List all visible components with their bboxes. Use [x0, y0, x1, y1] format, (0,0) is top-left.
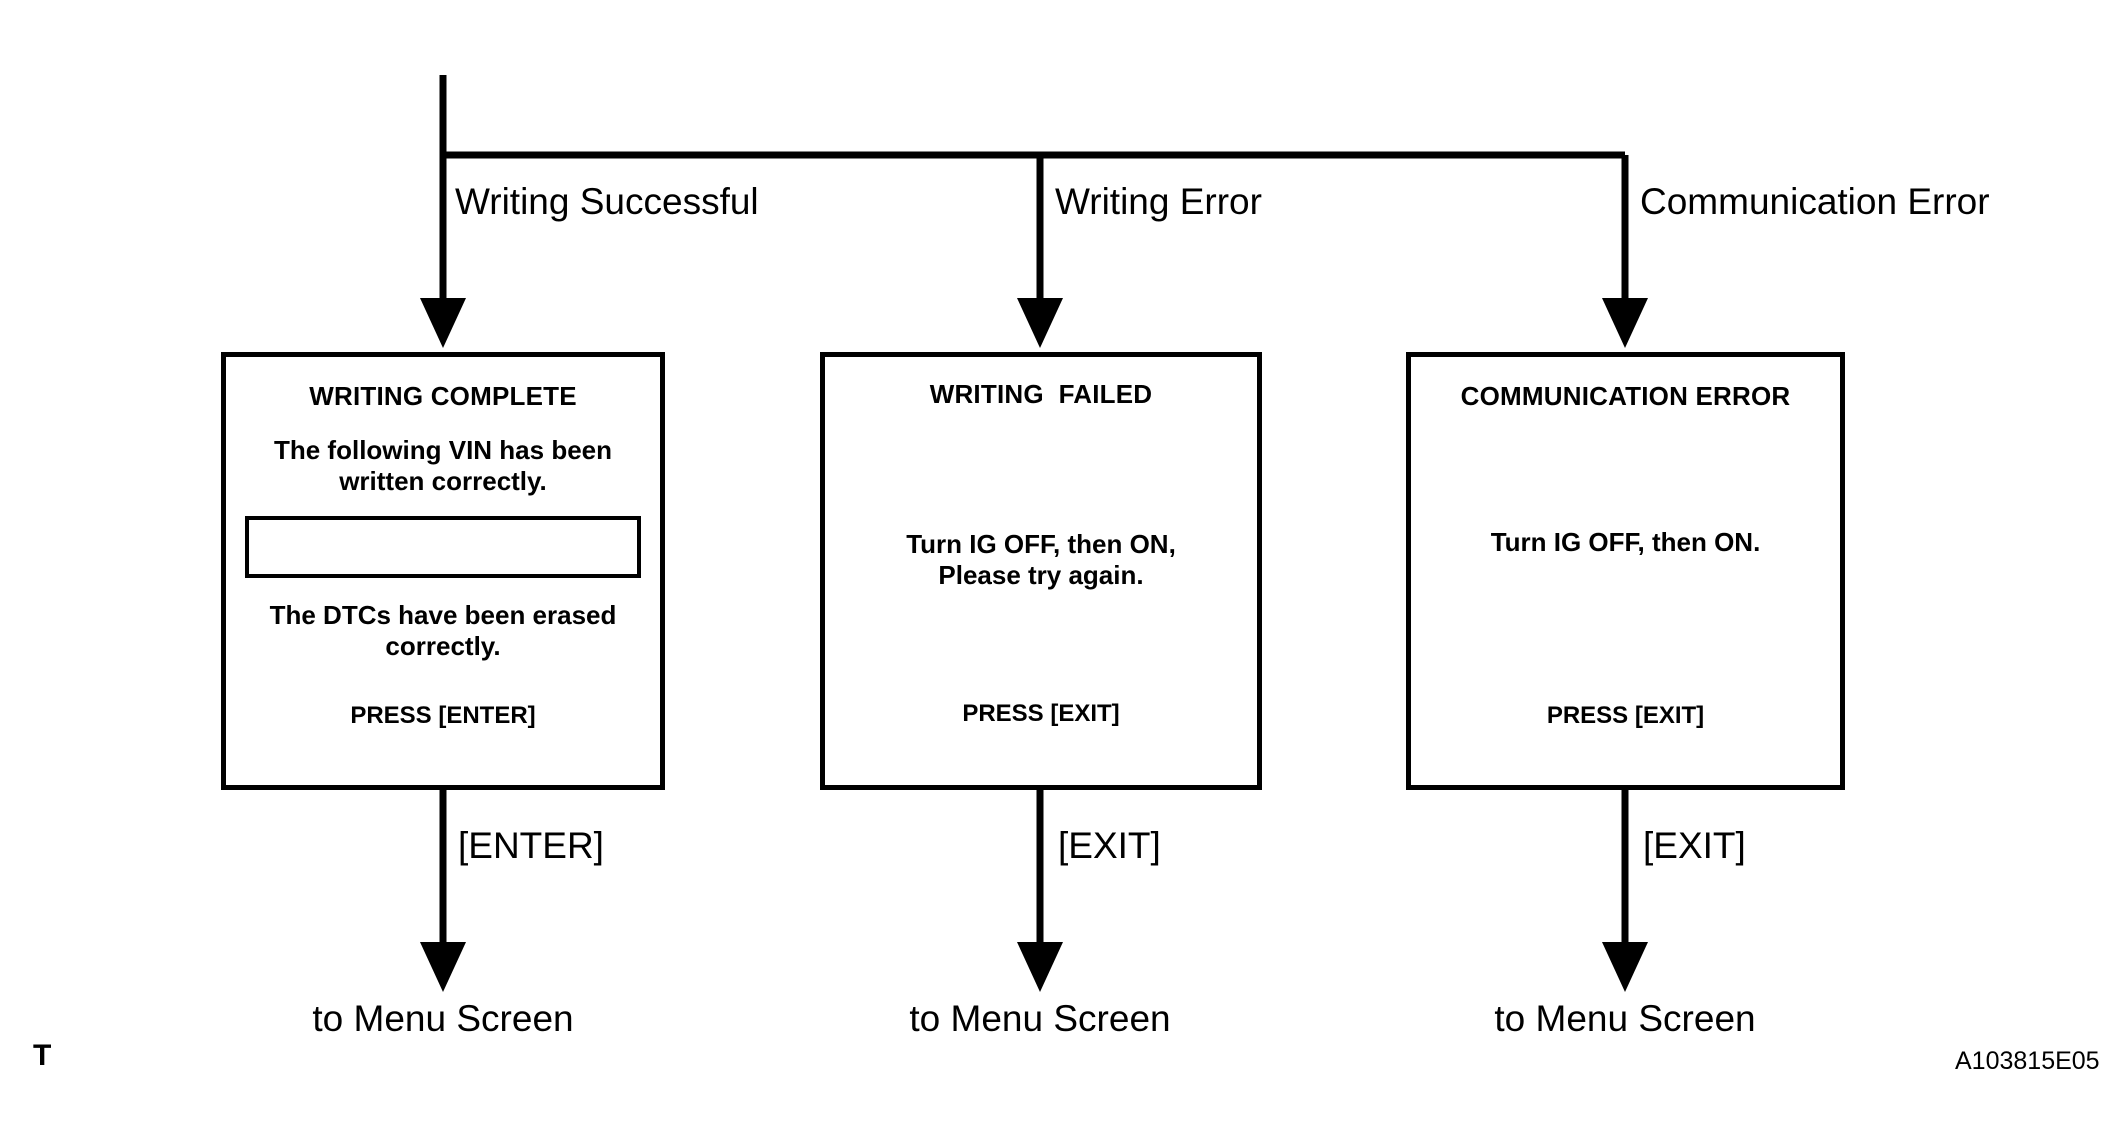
screen-body-dtc-message: The DTCs have been erased correctly. — [270, 600, 617, 661]
screen-footer-press-exit: PRESS [EXIT] — [962, 700, 1120, 728]
arrowhead-to-box-left — [420, 298, 466, 348]
terminal-to-menu-screen-left: to Menu Screen — [312, 998, 574, 1039]
screen-body-line-1: Turn IG OFF, then ON. — [1490, 527, 1761, 557]
screen-body-line-2: Please try again. — [938, 559, 1144, 590]
screen-title-communication-error: COMMUNICATION ERROR — [1460, 381, 1791, 411]
arrowhead-to-menu-right — [1602, 942, 1648, 992]
screen-body-line-1: The following VIN has been — [273, 435, 613, 465]
vin-value-field[interactable] — [245, 516, 641, 579]
screen-footer-press-exit: PRESS [EXIT] — [1546, 701, 1705, 729]
arrowhead-to-menu-middle — [1017, 942, 1063, 992]
screen-body-ig-message: Turn IG OFF, then ON. — [1491, 527, 1761, 558]
branch-label-writing-error: Writing Error — [1055, 181, 1262, 222]
screen-title-writing-complete: WRITING COMPLETE — [309, 381, 577, 411]
screen-communication-error: COMMUNICATION ERROR Turn IG OFF, then ON… — [1406, 352, 1845, 790]
terminal-to-menu-screen-right: to Menu Screen — [1494, 998, 1756, 1039]
branch-label-writing-successful: Writing Successful — [455, 181, 759, 222]
key-label-enter: [ENTER] — [458, 825, 604, 866]
screen-body-line-3: The DTCs have been erased — [269, 600, 617, 631]
key-label-exit-middle: [EXIT] — [1058, 825, 1161, 866]
screen-writing-complete: WRITING COMPLETE The following VIN has b… — [221, 352, 665, 790]
arrowhead-to-box-middle — [1017, 298, 1063, 348]
screen-title-writing-failed: WRITING FAILED — [929, 379, 1153, 409]
screen-body-vin-message: The following VIN has been written corre… — [274, 435, 612, 496]
terminal-to-menu-screen-middle: to Menu Screen — [909, 998, 1171, 1039]
figure-reference-code: A103815E05 — [1955, 1047, 2100, 1075]
arrowhead-to-box-right — [1602, 298, 1648, 348]
screen-footer-press-enter: PRESS [ENTER] — [350, 701, 536, 729]
screen-body-line-2: written correctly. — [339, 465, 547, 496]
branch-label-communication-error: Communication Error — [1640, 181, 1990, 222]
key-label-exit-right: [EXIT] — [1643, 825, 1746, 866]
screen-body-retry-message: Turn IG OFF, then ON, Please try again. — [906, 529, 1176, 590]
arrowhead-to-menu-left — [420, 942, 466, 992]
screen-body-line-4: correctly. — [385, 631, 501, 662]
page-continuation-marker: T — [33, 1039, 52, 1072]
screen-writing-failed: WRITING FAILED Turn IG OFF, then ON, Ple… — [820, 352, 1262, 790]
screen-body-line-1: Turn IG OFF, then ON, — [906, 529, 1176, 559]
